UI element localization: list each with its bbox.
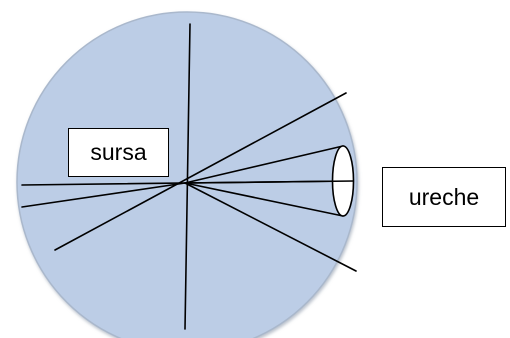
ear-label-box: ureche: [382, 167, 506, 227]
steep-ray-line: [184, 182, 357, 272]
vertical-axis-line: [184, 23, 191, 330]
source-label: sursa: [90, 139, 147, 165]
source-label-box: sursa: [68, 128, 169, 177]
ray-lower-left-line: [21, 182, 186, 208]
cone-lower-edge-line: [184, 182, 344, 217]
diagonal-ray-line: [54, 92, 347, 251]
cone-upper-edge-line: [184, 145, 344, 184]
ear-label: ureche: [408, 183, 480, 210]
cone-axis-line: [184, 180, 355, 184]
